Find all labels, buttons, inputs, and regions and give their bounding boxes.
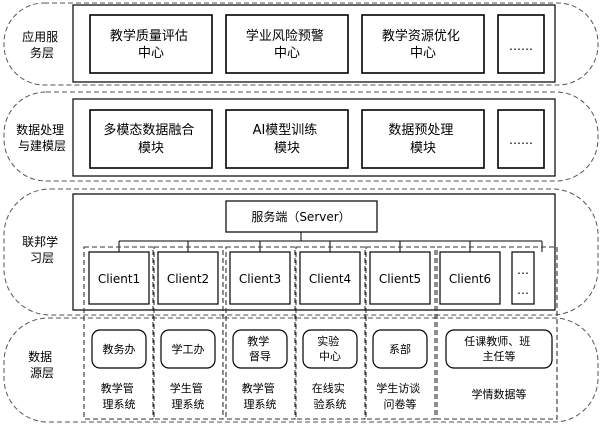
svg-text:Client5: Client5 [379, 272, 421, 286]
layer-panel [72, 98, 556, 177]
column-outline [295, 246, 366, 420]
layer-label: 应用服 务层 [22, 29, 62, 60]
layer-label: 数据处理 与建模层 [16, 122, 68, 153]
svg-text:…: … [517, 263, 529, 277]
client-more: … … [511, 251, 535, 305]
client-node: Client1 [88, 251, 150, 305]
layer-data-source: 数据 源层 教务办 教学管 理系统 学工办 学生管 理系统 教学 [3, 317, 599, 423]
layer-data-processing: 数据处理 与建模层 多模态数据融合 模块 AI模型训练 模块 数据预处理 模块 [3, 91, 599, 182]
module-teaching-quality-center: 教学质量评估 中心 [89, 14, 213, 74]
svg-text:Client3: Client3 [239, 272, 281, 286]
column-outline [153, 246, 224, 420]
svg-text:……: …… [509, 39, 533, 53]
module-academic-risk-center: 学业风险预警 中心 [225, 14, 349, 74]
svg-text:Client2: Client2 [167, 272, 209, 286]
module-ai-training: AI模型训练 模块 [225, 109, 349, 169]
source-departments: 系部 学生访谈 问卷等 [372, 329, 428, 411]
client-source-columns [83, 246, 558, 420]
svg-text:Client4: Client4 [309, 272, 351, 286]
svg-text:教学 督导: 教学 督导 [247, 334, 273, 363]
client-node: Client4 [299, 251, 361, 305]
server-client-connectors [118, 232, 543, 252]
svg-text:实验 中心: 实验 中心 [317, 334, 343, 363]
svg-text:AI模型训练 模块: AI模型训练 模块 [253, 123, 322, 156]
layer-panel [72, 4, 556, 83]
module-more: …… [497, 109, 545, 169]
column-outline [83, 246, 154, 420]
svg-text:Client1: Client1 [98, 272, 140, 286]
layer-outline [3, 2, 599, 86]
client-node: Client2 [157, 251, 219, 305]
svg-text:教学资源优化 中心: 教学资源优化 中心 [382, 28, 464, 61]
layer-label: 数据 源层 [28, 349, 56, 380]
svg-text:教务办: 教务办 [103, 343, 136, 356]
server-node: 服务端（Server） [225, 200, 378, 233]
source-lab-center: 实验 中心 在线实 验系统 [302, 329, 358, 411]
module-multimodal-fusion: 多模态数据融合 模块 [89, 109, 213, 169]
svg-text:教学管 理系统: 教学管 理系统 [101, 381, 138, 411]
module-resource-optimization-center: 教学资源优化 中心 [361, 14, 485, 74]
column-outline [436, 246, 558, 420]
source-teachers: 任课教师、班 主任等 学情数据等 [445, 329, 553, 401]
column-outline [225, 246, 296, 420]
layer-outline [3, 317, 599, 423]
svg-text:…: … [517, 283, 529, 297]
svg-text:学生访谈 问卷等: 学生访谈 问卷等 [376, 381, 424, 411]
client-node: Client6 [439, 251, 501, 305]
svg-text:教学管 理系统: 教学管 理系统 [242, 381, 279, 411]
svg-text:学工办: 学工办 [172, 342, 205, 356]
layer-application-service: 应用服 务层 教学质量评估 中心 学业风险预警 中心 教学资源优化 中心 [3, 2, 599, 86]
svg-text:……: …… [509, 133, 533, 147]
source-student-affairs: 学工办 学生管 理系统 [160, 329, 216, 411]
module-more: …… [497, 14, 545, 74]
svg-text:学情数据等: 学情数据等 [472, 387, 527, 401]
svg-text:服务端（Server）: 服务端（Server） [251, 209, 350, 224]
svg-text:Client6: Client6 [449, 272, 491, 286]
svg-text:在线实 验系统: 在线实 验系统 [312, 381, 349, 411]
svg-text:教学质量评估 中心: 教学质量评估 中心 [110, 28, 192, 61]
svg-text:任课教师、班 主任等: 任课教师、班 主任等 [464, 335, 534, 363]
svg-text:学生管 理系统: 学生管 理系统 [170, 381, 207, 411]
layer-outline [3, 91, 599, 182]
svg-text:多模态数据融合 模块: 多模态数据融合 模块 [103, 122, 198, 156]
column-outline [365, 246, 436, 420]
client-node: Client5 [369, 251, 431, 305]
layer-label: 联邦学 习层 [22, 234, 62, 265]
client-node: Client3 [229, 251, 291, 305]
source-academic-affairs: 教务办 教学管 理系统 [91, 329, 147, 411]
module-preprocessing: 数据预处理 模块 [361, 109, 485, 169]
layer-federated-learning: 联邦学 习层 服务端（Server） Client1 Cl [3, 188, 599, 316]
svg-text:学业风险预警 中心: 学业风险预警 中心 [246, 28, 328, 61]
svg-text:系部: 系部 [389, 342, 411, 356]
source-teaching-supervision: 教学 督导 教学管 理系统 [232, 329, 288, 411]
layer-outline [3, 188, 599, 316]
svg-text:数据预处理 模块: 数据预处理 模块 [388, 123, 457, 156]
layer-panel [72, 193, 556, 311]
